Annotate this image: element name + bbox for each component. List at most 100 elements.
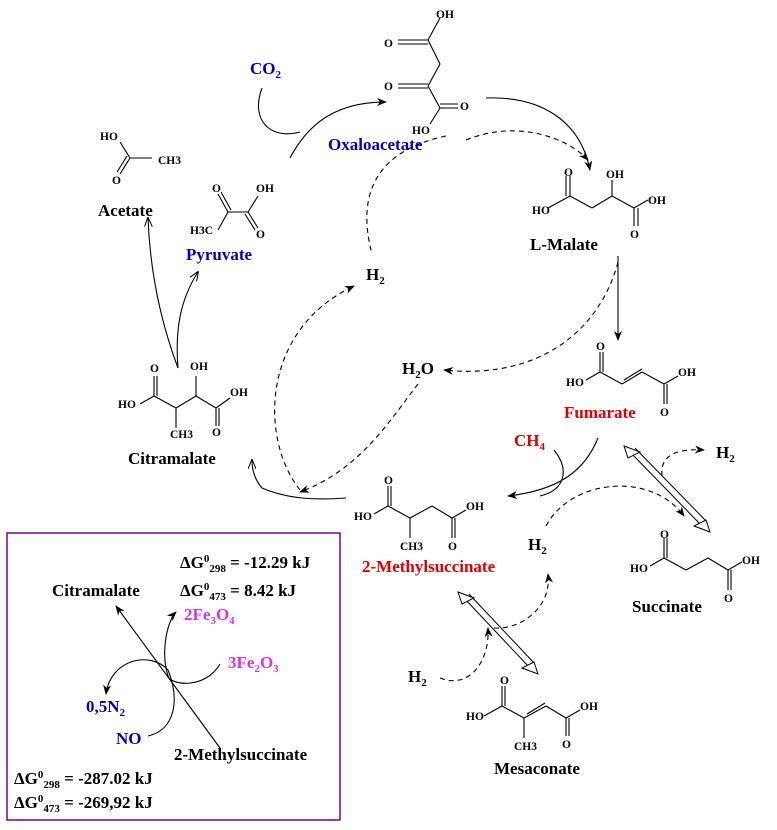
fe-dg473: ΔG0473 = 8.42 kJ [180,581,297,603]
atom-label: O [630,229,639,241]
co2-uptake-arrow [257,87,301,135]
ch4-label: CH4 [514,431,546,453]
pyruvate-label: Pyruvate [186,245,253,264]
atom-label: OH [230,387,248,399]
oxaloacetate-label: Oxaloacetate [328,135,423,154]
methylsuccinate-label: 2-Methylsuccinate [362,557,496,576]
ch4-uptake-arrow [539,449,564,497]
atom-label: HO [466,711,484,723]
h2-to-malate-dashed [465,130,589,161]
atom-label: HO [532,205,550,217]
acetate-structure: HO CH3 O [100,131,181,187]
atom-label: O [384,81,393,93]
fe-arrow [164,611,221,684]
citramalate-to-acetate-arrow [148,218,179,369]
l-malate-label: L-Malate [530,235,598,254]
h2o-release-dashed [443,261,619,375]
methylsuccinate-mesaconate-equilibrium-arrow [457,591,539,675]
h2-label: H2 [408,667,427,689]
h2-to-succinate-dashed [545,485,685,527]
mesaconate-label: Mesaconate [494,759,580,778]
atom-label: CH3 [170,429,193,441]
atom-label: O [256,229,265,241]
atom-label: HO [566,377,584,389]
succinate-h2-release-dashed [661,445,705,477]
atom-label: OH [436,9,454,21]
atom-label: O [660,407,669,419]
atom-label: H3C [190,225,213,237]
atom-label: O [562,739,571,751]
atom-label: O [460,101,469,113]
no-label: NO [116,729,142,748]
inset-reactant-label: 2-Methylsuccinate [174,745,308,764]
atom-label: HO [630,563,648,575]
h2o-label: H2O [402,359,434,381]
atom-label: O [384,38,393,50]
no-dg473: ΔG0473 = -269,92 kJ [14,793,153,815]
atom-label: OH [648,195,666,207]
atom-label: O [564,167,573,179]
methylsuccinate-structure: O HO OH CH3 O [354,475,484,553]
fumarate-label: Fumarate [564,403,636,422]
atom-label: OH [256,183,274,195]
h2-label: H2 [528,535,547,557]
atom-label: OH [606,169,624,181]
succinate-label: Succinate [632,597,702,616]
atom-label: O [660,529,669,541]
atom-label: OH [678,367,696,379]
inset-box [6,532,341,821]
atom-label: CH3 [400,541,423,553]
succinate-structure: O HO OH O [630,529,760,605]
mesaconate-h2-release-dashed [493,573,554,629]
fumarate-to-methylsuccinate-arrow [507,437,599,499]
h2o-to-methylsuccinate-dashed [299,383,419,493]
acetate-label: Acetate [98,201,153,220]
l-malate-structure: O OH HO OH O [532,167,666,241]
pyruvate-structure: O OH H3C O [190,183,274,241]
fe-dg298: ΔG0298 = -12.29 kJ [180,553,311,575]
atom-label: CH3 [158,155,181,167]
atom-label: CH3 [514,741,537,753]
citramalate-label: Citramalate [128,449,216,468]
fe2o3-label: 3Fe2O3 [228,653,279,675]
fe3o4-label: 2Fe3O4 [184,605,235,627]
atom-label: OH [466,501,484,513]
fumarate-structure: O HO OH O [566,341,696,419]
atom-label: HO [412,125,430,137]
atom-label: OH [190,361,208,373]
atom-label: HO [100,131,118,143]
atom-label: OH [742,555,760,567]
atom-label: O [212,183,221,195]
atom-label: OH [580,701,598,713]
methylsuccinate-to-citramalate-arrow [252,460,347,500]
no-arrow [103,659,175,737]
atom-label: O [112,175,121,187]
pyruvate-to-oxaloacetate-arrow [289,98,387,159]
atom-label: O [384,475,393,487]
n2-label: 0,5N2 [86,697,126,719]
atom-label: O [596,341,605,353]
h2-label: H2 [716,443,735,465]
atom-label: O [500,675,509,687]
h2-label: H2 [366,265,385,287]
atom-label: O [448,541,457,553]
citramalate-to-pyruvate-arrow [176,272,198,369]
oxaloacetate-h2-dashed [366,135,447,255]
atom-label: O [150,363,159,375]
h2-release-dashed [274,285,355,491]
atom-label: HO [118,399,136,411]
citramalate-structure: O OH HO OH CH3 O [118,361,248,441]
h2-to-mesaconate-dashed [439,627,493,682]
oxaloacetate-structure: OH O O O HO [384,9,469,137]
inset-product-label: Citramalate [52,581,140,600]
mesaconate-structure: O HO OH CH3 O [466,675,598,753]
atom-label: O [724,593,733,605]
fumarate-succinate-equilibrium-arrow [623,445,711,533]
co2-label: CO2 [250,59,282,81]
atom-label: HO [354,511,372,523]
atom-label: O [212,427,221,439]
inset-reaction [103,605,221,749]
no-dg298: ΔG0298 = -287.02 kJ [14,769,153,791]
